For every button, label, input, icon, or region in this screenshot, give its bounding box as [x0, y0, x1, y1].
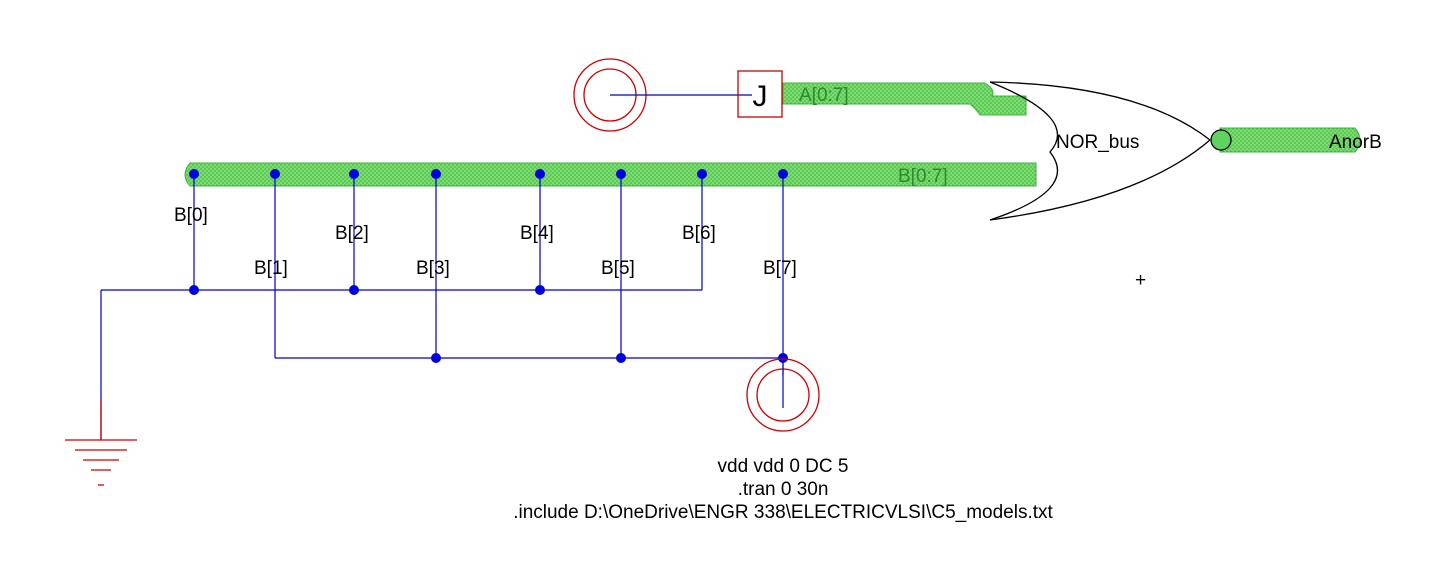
tap-label-b7: B[7]	[763, 258, 797, 279]
tap-label-b1: B[1]	[254, 258, 288, 279]
vdd-source[interactable]	[746, 358, 820, 432]
tap-label-b2: B[2]	[335, 223, 369, 244]
tap-label-b3: B[3]	[416, 258, 450, 279]
spice-line-3: .include D:\OneDrive\ENGR 338\ELECTRICVL…	[513, 502, 1053, 523]
cursor-crosshair: +	[1135, 270, 1146, 291]
tap-wires	[100, 174, 784, 440]
bus-a[interactable]	[782, 82, 1027, 116]
bus-output[interactable]	[1219, 127, 1361, 153]
tap-label-b0: B[0]	[174, 205, 208, 226]
spice-line-2: .tran 0 30n	[738, 479, 829, 500]
tap-label-b5: B[5]	[601, 258, 635, 279]
gate-label: NOR_bus	[1056, 132, 1139, 153]
ground-symbol[interactable]	[65, 400, 137, 486]
tap-label-b4: B[4]	[520, 223, 554, 244]
pin-a-box[interactable]: J	[737, 70, 783, 118]
output-label: AnorB	[1329, 132, 1382, 153]
spice-line-1: vdd vdd 0 DC 5	[718, 456, 849, 477]
bus-b[interactable]	[184, 162, 1037, 187]
rail-junction-nodes	[189, 285, 788, 363]
tap-label-b6: B[6]	[682, 223, 716, 244]
pin-glyph: J	[753, 80, 768, 113]
nor-gate[interactable]	[989, 81, 1232, 221]
bus-b-label: B[0:7]	[898, 166, 948, 187]
bus-a-label: A[0:7]	[799, 85, 849, 106]
bus-tap-nodes	[189, 169, 788, 179]
